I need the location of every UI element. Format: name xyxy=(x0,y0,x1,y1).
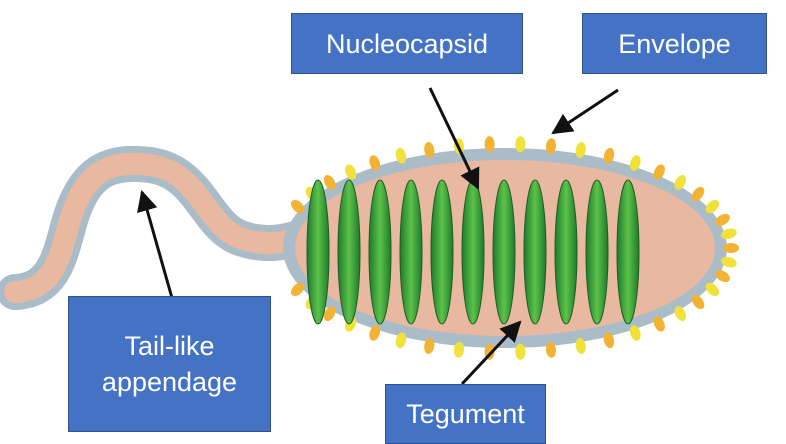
label-tegument: Tegument xyxy=(385,384,546,444)
spike xyxy=(723,243,739,253)
nucleocapsid-coil xyxy=(555,180,577,324)
label-tail-line2: appendage xyxy=(102,364,237,400)
label-tegument-text: Tegument xyxy=(406,396,525,432)
arrow-envelope xyxy=(553,90,618,133)
label-envelope: Envelope xyxy=(582,13,767,74)
nucleocapsid-coil xyxy=(400,180,422,324)
label-tail-like-appendage: Tail-like appendage xyxy=(68,296,271,432)
label-nucleocapsid-text: Nucleocapsid xyxy=(326,26,488,62)
label-envelope-text: Envelope xyxy=(618,26,731,62)
nucleocapsid-coil xyxy=(307,180,329,324)
nucleocapsid-coil xyxy=(617,180,639,324)
label-nucleocapsid: Nucleocapsid xyxy=(291,13,523,74)
label-tail-line1: Tail-like xyxy=(124,328,214,364)
nucleocapsid-coil xyxy=(369,180,391,324)
nucleocapsid-coil xyxy=(493,180,515,324)
arrow-tail xyxy=(142,192,172,298)
nucleocapsid-coil xyxy=(524,180,546,324)
nucleocapsid-coils xyxy=(307,180,639,324)
nucleocapsid-coil xyxy=(586,180,608,324)
nucleocapsid-coil xyxy=(462,180,484,324)
nucleocapsid-coil xyxy=(431,180,453,324)
nucleocapsid-coil xyxy=(338,180,360,324)
